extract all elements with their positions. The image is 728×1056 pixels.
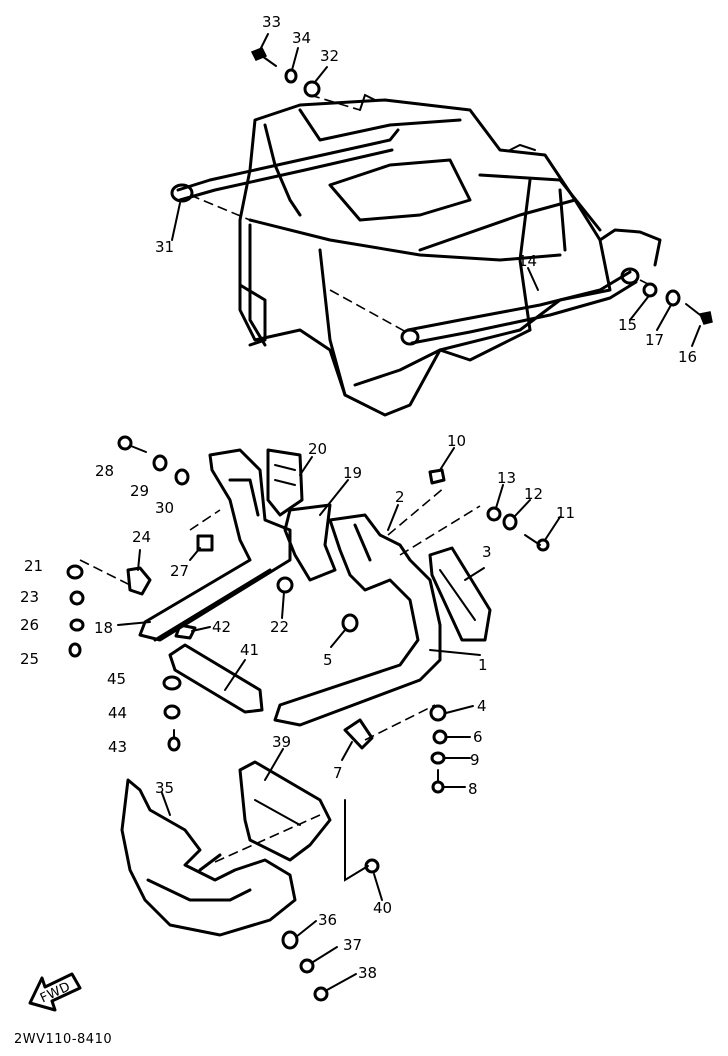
callout-43: 43 — [108, 738, 127, 756]
callout-30: 30 — [155, 499, 174, 517]
callout-29: 29 — [130, 482, 149, 500]
bracket-39 — [238, 760, 332, 862]
plate-3 — [428, 546, 492, 642]
cover-19 — [283, 503, 337, 582]
grommet-4 — [429, 704, 447, 722]
bolt-33 — [250, 47, 277, 67]
callout-21: 21 — [24, 557, 43, 575]
washer-9 — [430, 751, 446, 765]
bracket-24 — [126, 566, 152, 596]
callout-2: 2 — [395, 488, 405, 506]
callout-14: 14 — [518, 252, 537, 270]
washer-15 — [642, 282, 658, 298]
callout-5: 5 — [323, 651, 333, 669]
callout-10: 10 — [447, 432, 466, 450]
callout-3: 3 — [482, 543, 492, 561]
callout-27: 27 — [170, 562, 189, 580]
leader-lines — [117, 33, 701, 991]
diagram-code: 2WV110-8410 — [14, 1032, 112, 1047]
bolt-38 — [313, 986, 329, 1002]
collar-22 — [276, 576, 294, 594]
callout-18: 18 — [94, 619, 113, 637]
callout-16: 16 — [678, 348, 697, 366]
callout-39: 39 — [272, 733, 291, 751]
guard-1 — [273, 513, 442, 727]
callout-7: 7 — [333, 764, 343, 782]
callout-36: 36 — [318, 911, 337, 929]
bolt-28 — [117, 435, 147, 453]
washer-26 — [69, 618, 85, 632]
main-frame — [170, 93, 662, 417]
callout-15: 15 — [618, 316, 637, 334]
callout-1: 1 — [478, 656, 488, 674]
callout-42: 42 — [212, 618, 231, 636]
collar-6 — [432, 729, 448, 745]
callout-44: 44 — [108, 704, 127, 722]
plate-20 — [266, 448, 304, 517]
callout-9: 9 — [470, 751, 480, 769]
callout-38: 38 — [358, 964, 377, 982]
bracket-18 — [138, 448, 292, 642]
bracket-7 — [343, 718, 374, 750]
callout-40: 40 — [373, 899, 392, 917]
callout-33: 33 — [262, 13, 281, 31]
callout-22: 22 — [270, 618, 289, 636]
callout-8: 8 — [468, 780, 478, 798]
nut-36 — [281, 930, 299, 950]
callout-17: 17 — [645, 331, 664, 349]
callout-28: 28 — [95, 462, 114, 480]
grommet-10 — [428, 468, 446, 485]
callout-45: 45 — [107, 670, 126, 688]
collar-5 — [341, 613, 359, 633]
callout-6: 6 — [473, 728, 483, 746]
collar-23 — [69, 590, 85, 606]
callout-35: 35 — [155, 779, 174, 797]
assembly-lines — [79, 486, 481, 882]
callout-4: 4 — [477, 697, 487, 715]
callout-25: 25 — [20, 650, 39, 668]
nut-29 — [152, 454, 168, 472]
callout-20: 20 — [308, 440, 327, 458]
callout-13: 13 — [497, 469, 516, 487]
callout-34: 34 — [292, 29, 311, 47]
callout-19: 19 — [343, 464, 362, 482]
callout-23: 23 — [20, 588, 39, 606]
washer-13 — [486, 506, 502, 522]
grommet-21 — [66, 564, 84, 580]
skid-plate-35 — [120, 778, 297, 937]
callout-41: 41 — [240, 641, 259, 659]
collar-27 — [196, 534, 214, 552]
callouts: 33 34 32 31 14 15 17 16 10 20 19 28 29 3… — [20, 13, 697, 982]
collar-44 — [163, 704, 181, 720]
bolt-43 — [167, 729, 181, 752]
bolt-8 — [431, 769, 445, 794]
clip-42 — [174, 623, 197, 640]
callout-11: 11 — [556, 504, 575, 522]
frame-hardware — [250, 47, 713, 325]
nut-32 — [303, 80, 321, 98]
bolt-11 — [524, 534, 550, 552]
bolt-25 — [68, 642, 82, 658]
washer-34 — [284, 68, 298, 84]
rubber-41 — [168, 643, 264, 714]
fasteners — [66, 435, 550, 1002]
callout-32: 32 — [320, 47, 339, 65]
bolt-16 — [685, 303, 713, 325]
callout-12: 12 — [524, 485, 543, 503]
callout-37: 37 — [343, 936, 362, 954]
callout-31: 31 — [155, 238, 174, 256]
collar-12 — [502, 513, 518, 531]
nut-40 — [364, 858, 380, 874]
nut-30 — [174, 468, 190, 486]
callout-26: 26 — [20, 616, 39, 634]
grommet-45 — [162, 675, 182, 691]
callout-24: 24 — [132, 528, 151, 546]
nut-17 — [665, 289, 681, 307]
collar-37 — [299, 958, 315, 974]
forward-direction-icon: FWD — [28, 972, 82, 1012]
